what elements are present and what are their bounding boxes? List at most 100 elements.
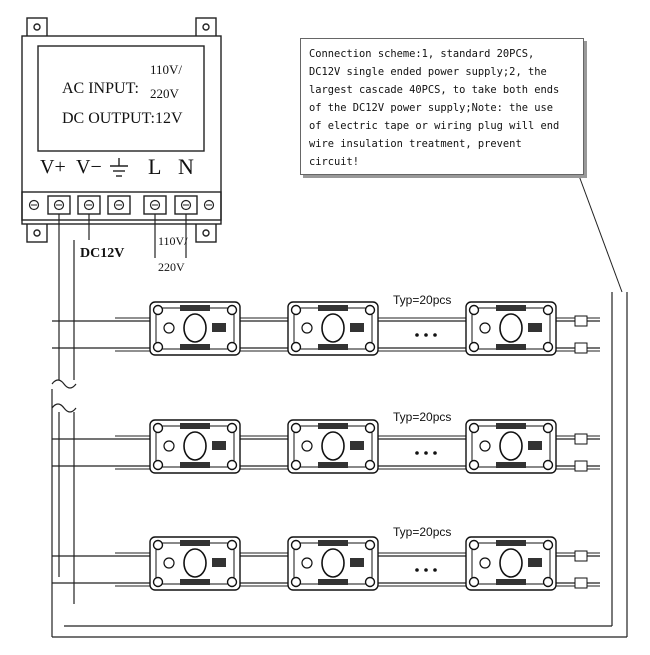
mount-hole-icon: [468, 341, 480, 353]
mount-hole-icon: [364, 304, 376, 316]
mount-hole-icon: [468, 576, 480, 588]
mount-hole-icon: [33, 23, 41, 31]
led-lens-icon: [321, 313, 345, 343]
mount-hole-icon: [364, 576, 376, 588]
led-module: [149, 301, 241, 356]
mount-hole-icon: [468, 459, 480, 471]
model-label-plate: [180, 344, 210, 350]
continuation-dot: [424, 568, 428, 572]
model-label-plate: [180, 305, 210, 311]
dc-output-value: 12V: [155, 110, 183, 127]
dc-output-label: DC OUTPUT:: [62, 110, 155, 127]
mount-hole-icon: [468, 539, 480, 551]
continuation-dot: [433, 451, 437, 455]
led-module: [465, 419, 557, 474]
chip-icon: [350, 441, 364, 450]
ac-input-label: AC INPUT:: [62, 80, 139, 97]
row-3-quantity-label: Typ=20pcs: [393, 525, 452, 539]
led-lens-icon: [183, 548, 207, 578]
model-label-plate: [496, 462, 526, 468]
wire-end-cap: [574, 433, 588, 445]
model-label-plate: [496, 344, 526, 350]
connection-note-text: Connection scheme:1, standard 20PCS, DC1…: [309, 48, 560, 168]
led-lens-icon: [321, 548, 345, 578]
wire-end-cap: [574, 460, 588, 472]
mount-hole-icon: [152, 539, 164, 551]
continuation-dot: [424, 451, 428, 455]
mount-hole-icon: [152, 459, 164, 471]
mount-hole-icon: [290, 422, 302, 434]
mount-hole-icon: [468, 304, 480, 316]
cable-break-icon: [51, 403, 77, 413]
chip-icon: [212, 558, 226, 567]
led-lens-icon: [499, 431, 523, 461]
mount-hole-icon: [226, 539, 238, 551]
mount-hole-icon: [226, 341, 238, 353]
continuation-dot: [424, 333, 428, 337]
mount-hole-icon: [226, 576, 238, 588]
model-label-plate: [180, 579, 210, 585]
mount-hole-icon: [468, 422, 480, 434]
model-label-plate: [496, 579, 526, 585]
wire-end-cap: [574, 342, 588, 354]
mount-hole-icon: [542, 304, 554, 316]
mount-hole-icon: [202, 229, 210, 237]
module-row: [52, 301, 600, 356]
model-label-plate: [180, 423, 210, 429]
led-module: [149, 419, 241, 474]
component-icon: [479, 322, 491, 334]
mount-hole-icon: [542, 576, 554, 588]
module-rows: [52, 301, 600, 591]
led-lens-icon: [183, 313, 207, 343]
chip-icon: [528, 558, 542, 567]
terminal-screws: [28, 199, 215, 211]
cable-break-icon: [51, 379, 77, 389]
ac-supply-label-line2: 220V: [158, 260, 185, 274]
model-label-plate: [318, 423, 348, 429]
model-label-plate: [496, 305, 526, 311]
psu-label-panel: [37, 45, 205, 152]
note-leader-line: [577, 172, 623, 293]
mount-hole-icon: [542, 539, 554, 551]
mount-hole-icon: [152, 576, 164, 588]
wire-end-cap: [574, 577, 588, 589]
mount-hole-icon: [202, 23, 210, 31]
mount-tab-bottom-left: [26, 221, 48, 243]
dc-cable: [51, 214, 628, 638]
chip-icon: [528, 441, 542, 450]
component-icon: [163, 557, 175, 569]
continuation-dot: [433, 333, 437, 337]
component-icon: [301, 557, 313, 569]
connection-note-box: Connection scheme:1, standard 20PCS, DC1…: [300, 38, 584, 175]
component-icon: [479, 557, 491, 569]
mount-hole-icon: [152, 422, 164, 434]
model-label-plate: [318, 579, 348, 585]
chip-icon: [528, 323, 542, 332]
mount-tab-top-left: [26, 17, 48, 39]
led-lens-icon: [183, 431, 207, 461]
component-icon: [301, 322, 313, 334]
mount-hole-icon: [364, 422, 376, 434]
model-label-plate: [496, 423, 526, 429]
continuation-dot: [415, 333, 419, 337]
terminal-label-vminus: V−: [76, 156, 102, 178]
mount-hole-icon: [542, 459, 554, 471]
dc-cable-label: DC12V: [80, 246, 125, 261]
component-icon: [301, 440, 313, 452]
chip-icon: [212, 323, 226, 332]
continuation-dot: [415, 451, 419, 455]
chip-icon: [350, 323, 364, 332]
ac-input-value-line1: 110V/: [150, 62, 183, 77]
component-icon: [163, 322, 175, 334]
row-1-quantity-label: Typ=20pcs: [393, 293, 452, 307]
mount-hole-icon: [290, 576, 302, 588]
mount-hole-icon: [290, 459, 302, 471]
component-icon: [479, 440, 491, 452]
mount-hole-icon: [364, 459, 376, 471]
ac-supply-label-line1: 110V/: [158, 234, 188, 248]
led-lens-icon: [321, 431, 345, 461]
model-label-plate: [318, 305, 348, 311]
terminal-label-l: L: [148, 154, 162, 179]
continuation-dot: [433, 568, 437, 572]
